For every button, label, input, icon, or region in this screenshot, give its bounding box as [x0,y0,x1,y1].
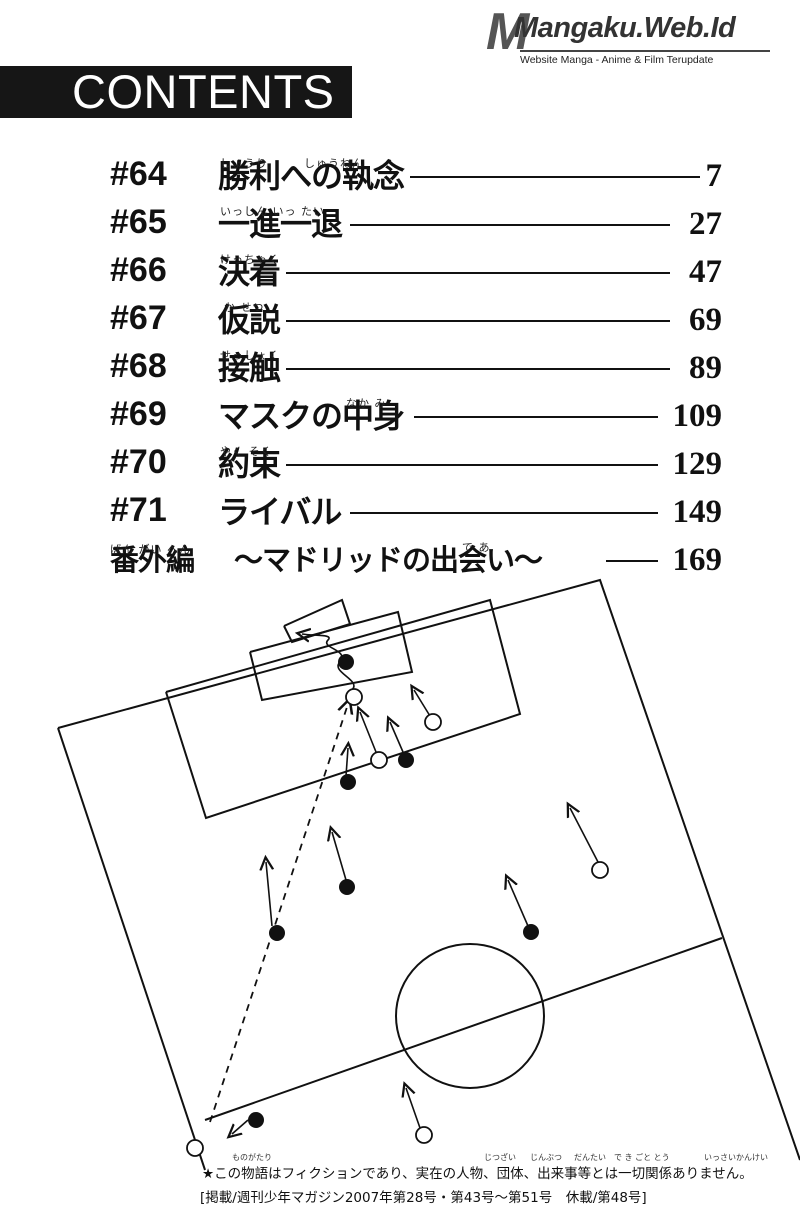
publication-note: [掲載/週刊少年マガジン2007年第28号・第43号〜第51号 休載/第48号] [200,1190,647,1206]
toc-row: #64 しょうり しゅうねん勝利への執念 7 [110,150,722,198]
center-circle [395,943,545,1089]
left-touchline [57,727,206,1171]
toc-row: #68 せっしょく接触 89 [110,342,722,390]
penalty-box [165,598,522,820]
player-black [398,752,414,768]
shot-path [302,634,355,691]
toc-row: #71 ライバル 149 [110,486,722,534]
leader-line [286,368,670,370]
chapter-title: いっしん いっ たい一進一退 [218,204,343,244]
chapter-ruby: やく そく [220,445,273,458]
chapter-ruby: いっしん いっ たい [220,205,325,218]
chapter-number: #70 [110,443,167,481]
chapter-page: 129 [672,446,723,482]
chapter-title: か せつ仮説 [218,300,281,340]
chapter-title: なか みマスクの中身 [218,396,405,436]
player-black [523,924,539,940]
run-arrow [390,722,404,753]
chapter-number: #69 [110,395,167,433]
chapter-page: 89 [689,350,722,386]
chapter-ruby: なか み [346,397,387,410]
leader-line [606,560,658,562]
run-arrow [414,690,431,717]
contents-header-bar [0,66,352,118]
chapter-number: ばん がい へん番外編 [110,540,195,580]
run-arrow [406,1088,421,1129]
chapter-ruby: せっしょく [220,349,280,362]
field-outline [57,578,800,1161]
toc-row: ばん がい へん番外編 で あ〜マドリッドの出会い〜 169 [110,534,722,582]
logo-tagline: Website Manga - Anime & Film Terupdate [520,54,714,66]
chapter-ruby: か せつ [224,301,265,314]
chapter-ruby: けっちゃく [220,253,280,266]
leader-line [350,224,670,226]
chapter-page: 47 [689,254,722,290]
leader-line [286,272,670,274]
chapter-number: #71 [110,491,167,529]
chapter-title: やく そく約束 [218,444,281,484]
chapter-page: 109 [672,398,723,434]
pass-line [209,704,348,1123]
player-black [340,774,356,790]
toc-row: #69 なか みマスクの中身 109 [110,390,722,438]
leader-line [410,176,700,178]
chapter-number: #68 [110,347,167,385]
chapter-page: 27 [689,206,722,242]
run-arrow [346,748,348,777]
player-black [339,879,355,895]
run-arrow [232,1119,249,1134]
chapter-page: 169 [672,542,723,578]
logo-rule [520,50,770,52]
logo-brand: Mangaku.Web.Id [514,12,736,44]
toc-row: #65 いっしん いっ たい一進一退 27 [110,198,722,246]
toc-row: #66 けっちゃく決着 47 [110,246,722,294]
run-arrow [570,808,599,863]
goal-area [249,610,414,702]
player-white [186,1139,204,1157]
chapter-number: #65 [110,203,167,241]
chapter-number-ruby: ばん がい へん [110,543,191,556]
chapter-page: 7 [705,158,723,194]
chapter-page: 149 [672,494,723,530]
leader-line [414,416,658,418]
goal [283,598,352,644]
run-arrow [332,832,347,881]
chapter-ruby: しょうり しゅうねん [220,157,364,170]
player-black [248,1112,264,1128]
run-arrow [360,712,377,753]
chapter-title: しょうり しゅうねん勝利への執念 [218,156,405,196]
site-logo: M Mangaku.Web.Id Website Manga - Anime &… [486,3,786,78]
leader-line [286,464,658,466]
chapter-title: せっしょく接触 [218,348,281,388]
player-white [370,751,388,769]
player-black [338,654,354,670]
run-arrow [266,862,272,927]
halfway-line [204,937,723,1121]
chapter-page: 69 [689,302,722,338]
player-black [269,925,285,941]
leader-line [286,320,670,322]
chapter-number: #67 [110,299,167,337]
chapter-title: ライバル [218,493,342,531]
chapter-ruby: で あ [462,541,491,554]
chapter-number: #64 [110,155,167,193]
fiction-disclaimer: ものがたり じつざい じんぶつ だんたい で き ごと とう いっさいかんけい … [202,1153,768,1182]
player-white [415,1126,433,1144]
disclaimer-text: ★この物語はフィクションであり、実在の人物、団体、出来事等とは一切関係ありません… [202,1166,753,1182]
toc-row: #67 か せつ仮説 69 [110,294,722,342]
player-white [424,713,442,731]
chapter-title: で あ〜マドリッドの出会い〜 [234,540,543,580]
contents-title: CONTENTS [72,65,335,118]
chapter-number: #66 [110,251,167,289]
chapter-title: けっちゃく決着 [218,252,281,292]
player-white [345,688,363,706]
toc-row: #70 やく そく約束 129 [110,438,722,486]
run-arrow [508,880,529,927]
leader-line [350,512,658,514]
player-white [591,861,609,879]
